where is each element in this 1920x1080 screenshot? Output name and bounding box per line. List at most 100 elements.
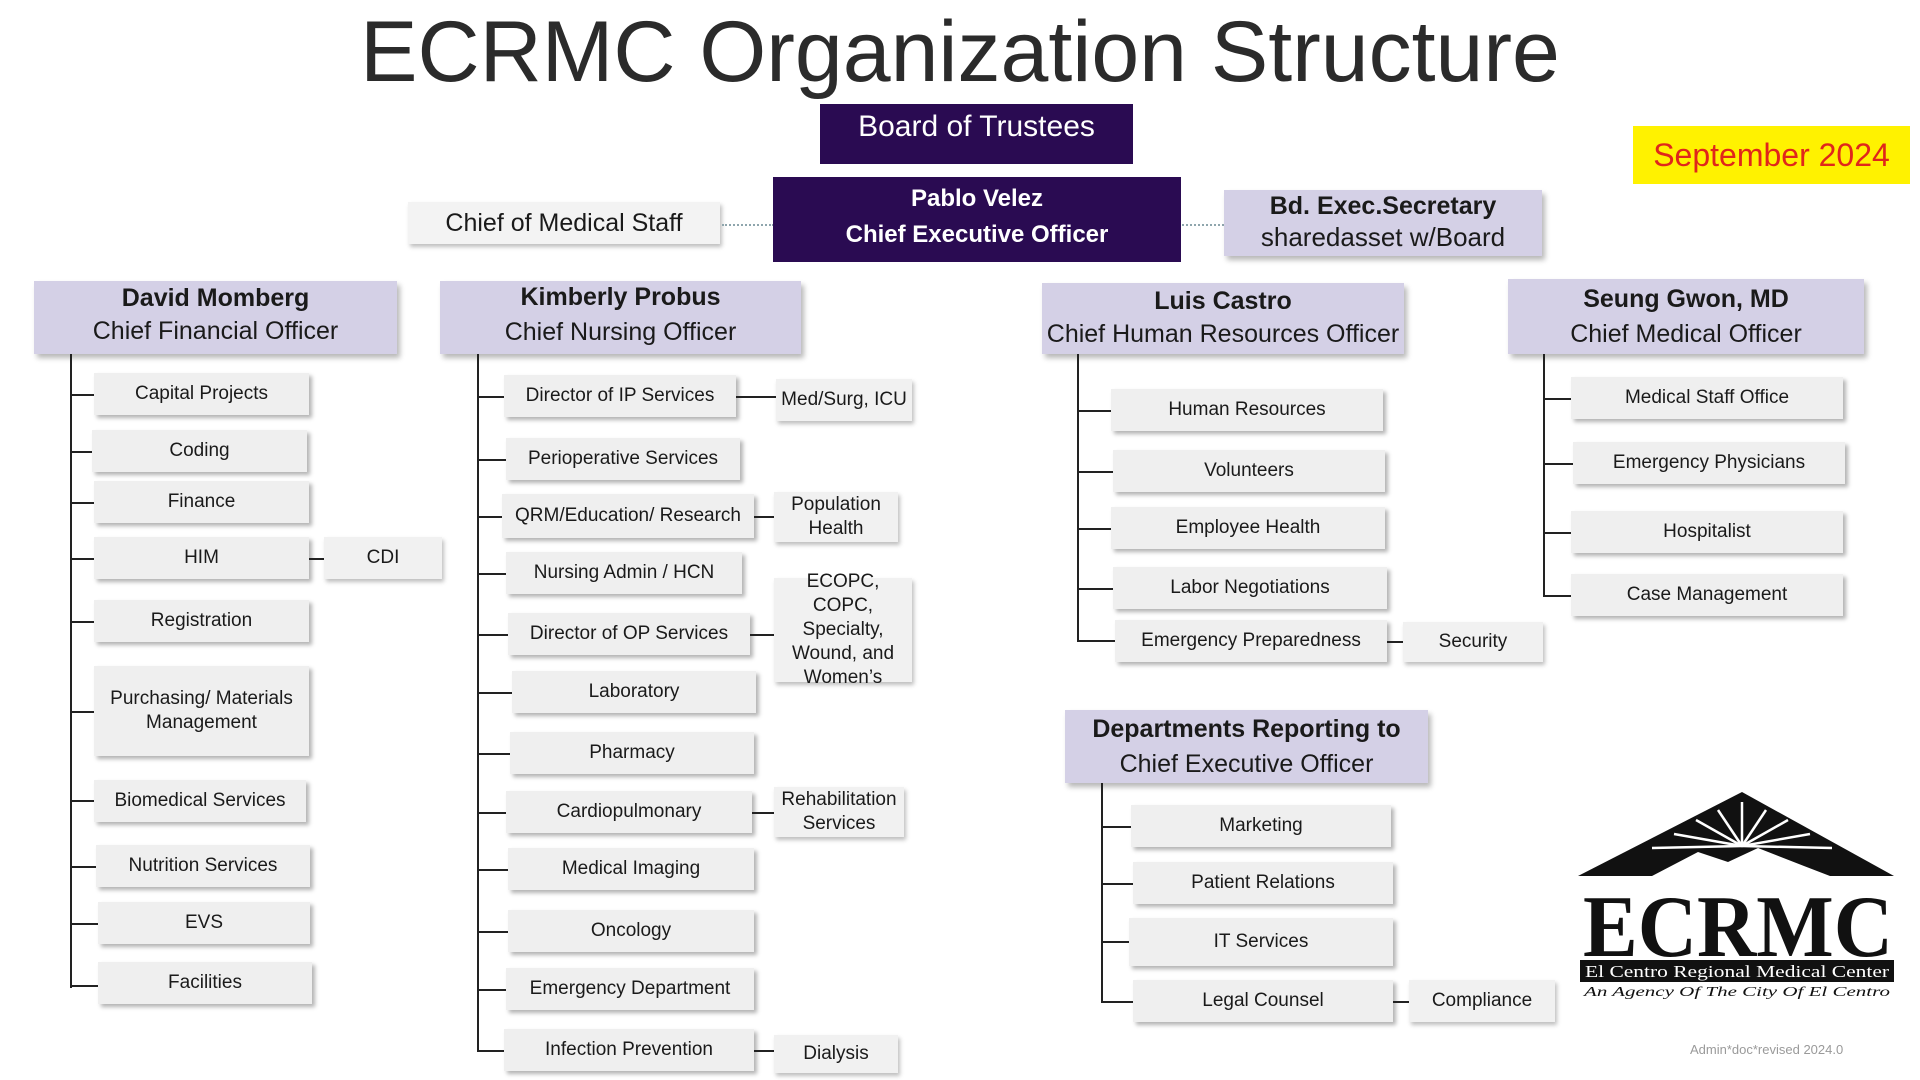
- chro-connector: [1077, 471, 1113, 473]
- ceo-role: Chief Executive Officer: [845, 221, 1109, 248]
- logo-graphic: ECRMC El Centro Regional Medical Center …: [1578, 792, 1894, 1000]
- cno-connector: [477, 989, 506, 991]
- dept-item-legal-counsel: Legal Counsel: [1133, 980, 1393, 1022]
- departments-role: Chief Executive Officer: [1119, 750, 1374, 778]
- cfo-connector: [70, 394, 94, 396]
- cno-item-cardiopulmonary: Cardiopulmonary: [506, 791, 752, 833]
- chro-item-volunteers: Volunteers: [1113, 450, 1385, 492]
- cno-item-perioperative: Perioperative Services: [506, 438, 740, 480]
- qrm-side-connector: [754, 516, 774, 518]
- infection-side-dialysis: Dialysis: [774, 1035, 898, 1073]
- departments-connector: [1101, 883, 1133, 885]
- cno-box: Kimberly Probus Chief Nursing Officer: [440, 281, 801, 354]
- departments-title: Departments Reporting to: [1092, 715, 1401, 743]
- legal-side-compliance: Compliance: [1409, 980, 1555, 1022]
- ep-side-security: Security: [1403, 622, 1543, 662]
- departments-box: Departments Reporting to Chief Executive…: [1065, 710, 1428, 783]
- ip-side-connector: [736, 396, 776, 398]
- footer-revision-note: Admin*doc*revised 2024.0: [1690, 1042, 1844, 1057]
- cmo-item-hospitalist: Hospitalist: [1571, 511, 1843, 553]
- cfo-item-registration: Registration: [94, 600, 309, 642]
- logo-tagline: An Agency Of The City Of El Centro: [1583, 985, 1890, 1000]
- cno-connector: [477, 516, 502, 518]
- him-cdi-connector: [309, 558, 324, 560]
- cfo-connector: [70, 866, 96, 868]
- cmo-connector: [1543, 595, 1571, 597]
- cno-role: Chief Nursing Officer: [504, 318, 737, 346]
- cfo-box: David Momberg Chief Financial Officer: [34, 281, 397, 354]
- cardio-side-rehabilitation: Rehabilitation Services: [774, 787, 904, 837]
- cfo-item-him: HIM: [94, 537, 309, 579]
- cno-connector: [477, 753, 510, 755]
- cno-item-ip-services: Director of IP Services: [504, 375, 736, 417]
- cfo-connector: [70, 621, 94, 623]
- cno-item-op-services: Director of OP Services: [508, 613, 750, 655]
- legal-compliance-connector: [1393, 1001, 1409, 1003]
- dotted-connector-left: [722, 224, 774, 226]
- qrm-side-population-health: Population Health: [774, 492, 898, 542]
- cno-item-qrm: QRM/Education/ Research: [502, 494, 754, 538]
- cmo-item-case-management: Case Management: [1571, 574, 1843, 616]
- dept-item-patient-relations: Patient Relations: [1133, 862, 1393, 904]
- cmo-role: Chief Medical Officer: [1570, 320, 1802, 348]
- cmo-trunk-line: [1543, 354, 1545, 597]
- cno-connector: [477, 634, 508, 636]
- cno-name: Kimberly Probus: [520, 283, 721, 311]
- chro-trunk-line: [1077, 354, 1079, 642]
- departments-connector: [1101, 1001, 1133, 1003]
- chro-item-emergency-preparedness: Emergency Preparedness: [1115, 620, 1387, 662]
- ceo-box: Pablo Velez Chief Executive Officer: [773, 177, 1181, 262]
- ip-side-medsurg-icu: Med/Surg, ICU: [776, 379, 912, 421]
- logo-text: ECRMC: [1583, 879, 1893, 976]
- cfo-role: Chief Financial Officer: [92, 317, 339, 345]
- chro-role: Chief Human Resources Officer: [1046, 320, 1400, 348]
- cfo-name: David Momberg: [121, 284, 310, 312]
- chro-item-employee-health: Employee Health: [1111, 507, 1385, 549]
- cfo-item-biomedical: Biomedical Services: [94, 780, 306, 822]
- cno-item-medical-imaging: Medical Imaging: [508, 848, 754, 890]
- ep-security-connector: [1387, 641, 1403, 643]
- cfo-item-finance: Finance: [94, 481, 309, 523]
- cmo-connector: [1543, 398, 1571, 400]
- cno-connector: [477, 869, 508, 871]
- cno-item-nursing-admin: Nursing Admin / HCN: [506, 552, 742, 594]
- cfo-item-nutrition: Nutrition Services: [96, 845, 310, 887]
- ecrmc-logo: ECRMC El Centro Regional Medical Center …: [1578, 788, 1898, 1000]
- chro-connector: [1077, 588, 1113, 590]
- cfo-item-coding: Coding: [92, 430, 307, 472]
- departments-trunk-line: [1101, 783, 1103, 1001]
- ceo-name: Pablo Velez: [910, 185, 1044, 212]
- secretary-box: Bd. Exec.Secretary sharedasset w/Board: [1224, 190, 1542, 256]
- cfo-connector: [70, 923, 98, 925]
- cmo-item-medical-staff-office: Medical Staff Office: [1571, 377, 1843, 419]
- dept-item-it-services: IT Services: [1129, 918, 1393, 966]
- cno-connector: [477, 396, 504, 398]
- him-side-cdi: CDI: [324, 537, 442, 579]
- board-of-trustees-box: Board of Trustees: [820, 104, 1133, 164]
- cno-item-oncology: Oncology: [508, 910, 754, 952]
- cfo-connector: [70, 985, 98, 987]
- chief-of-medical-staff-box: Chief of Medical Staff: [408, 202, 720, 244]
- cfo-connector: [70, 451, 92, 453]
- cfo-item-purchasing: Purchasing/ Materials Management: [94, 666, 309, 756]
- chro-name: Luis Castro: [1154, 287, 1292, 315]
- cmo-name: Seung Gwon, MD: [1583, 285, 1789, 313]
- op-side-connector: [750, 634, 774, 636]
- chro-connector: [1077, 410, 1111, 412]
- op-side-ecopc: ECOPC, COPC, Specialty, Wound, and Women…: [774, 571, 912, 688]
- dotted-connector-right: [1182, 224, 1224, 226]
- ip-dialysis-connector: [754, 1050, 774, 1052]
- cfo-connector: [70, 711, 94, 713]
- cfo-connector: [70, 502, 94, 504]
- logo-subtitle: El Centro Regional Medical Center: [1585, 962, 1889, 981]
- departments-connector: [1101, 941, 1129, 943]
- page-title: ECRMC Organization Structure: [360, 4, 1560, 100]
- cno-connector: [477, 692, 512, 694]
- chro-connector: [1077, 640, 1115, 642]
- cfo-item-capital-projects: Capital Projects: [94, 373, 309, 415]
- cardio-side-connector: [752, 812, 774, 814]
- cmo-box: Seung Gwon, MD Chief Medical Officer: [1508, 279, 1864, 354]
- dept-item-marketing: Marketing: [1131, 805, 1391, 847]
- cno-connector: [477, 459, 506, 461]
- chro-box: Luis Castro Chief Human Resources Office…: [1042, 283, 1404, 354]
